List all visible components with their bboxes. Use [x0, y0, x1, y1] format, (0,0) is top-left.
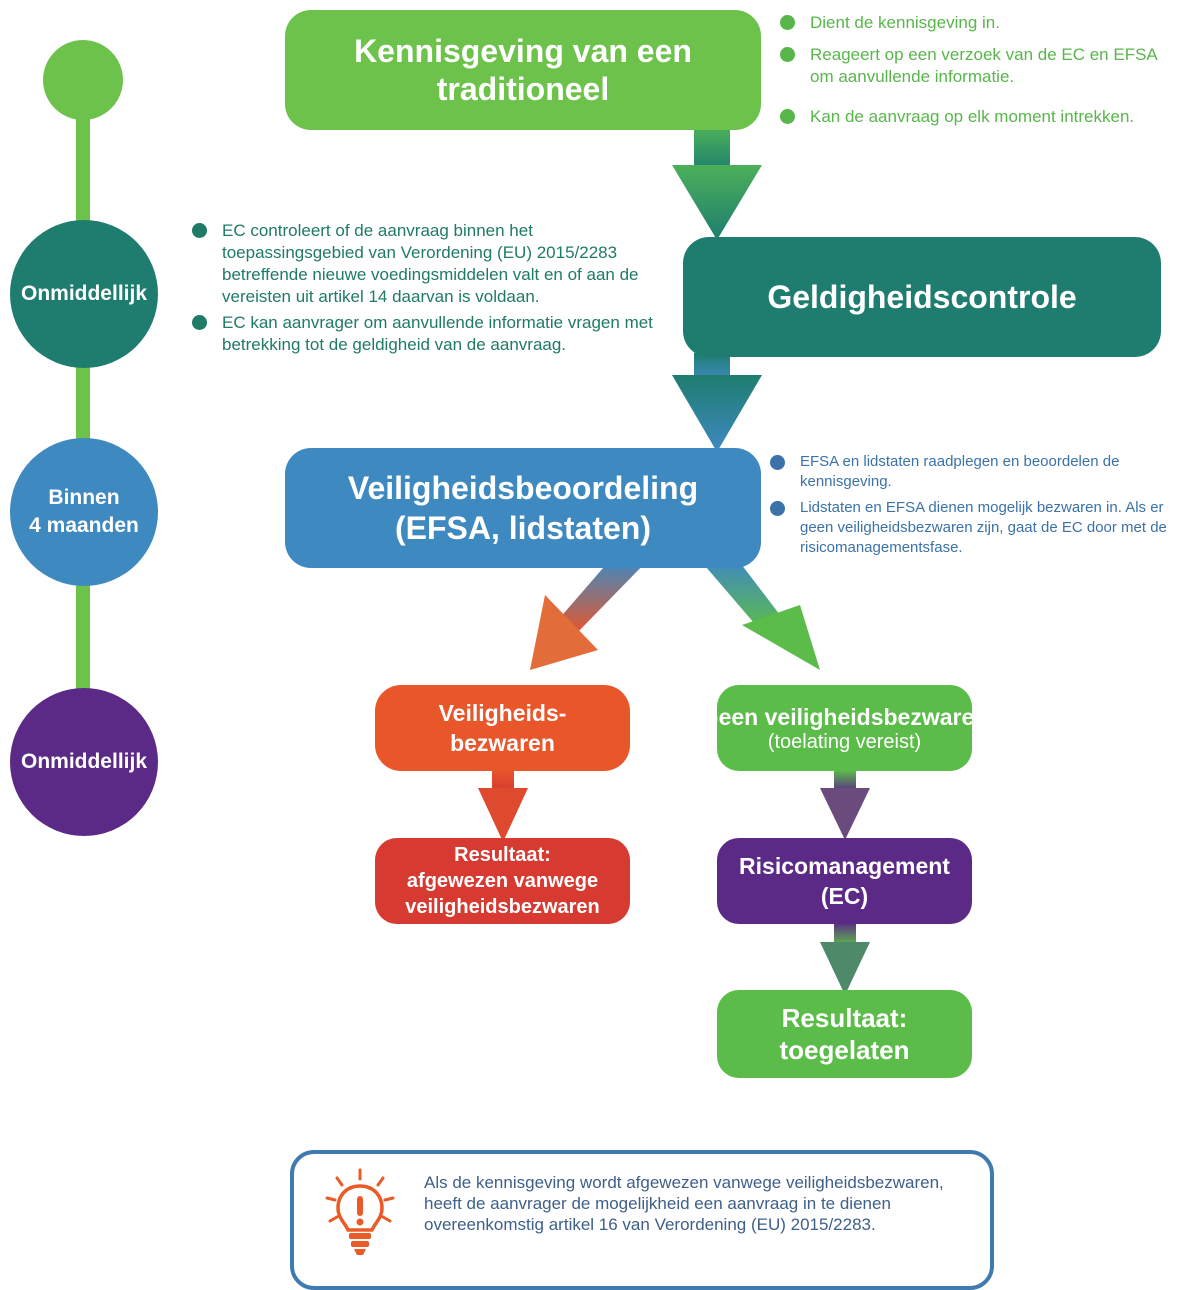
timeline-circle-immediate-2: Onmiddellijk [10, 688, 158, 836]
no-objections-box: Geen veiligheidsbezwaren (toelating vere… [701, 685, 988, 771]
rejected-result-box-label: Resultaat: afgewezen vanwege veiligheids… [405, 844, 600, 918]
bullet-dot [780, 47, 795, 62]
validity-note-text: EC controleert of de aanvraag binnen het… [222, 221, 639, 306]
notification-box: Kennisgeving van een traditioneel [285, 10, 761, 130]
arrow-to-rejected [478, 770, 528, 842]
safety-objections-box: Veiligheids- bezwaren [375, 685, 630, 771]
safety-note-item: EFSA en lidstaten raadplegen en beoordel… [770, 452, 1170, 492]
no-objections-box-subtitle: (toelating vereist) [767, 731, 922, 753]
safety-notes: EFSA en lidstaten raadplegen en beoordel… [770, 452, 1170, 558]
applicant-note-text: Kan de aanvraag op elk moment intrekken. [810, 107, 1135, 126]
safety-assessment-box-label: Veiligheidsbeoordeling (EFSA, lidstaten) [347, 470, 699, 546]
validity-box-label: Geldigheidscontrole [767, 279, 1077, 315]
bullet-dot [780, 109, 795, 124]
bullet-dot [770, 501, 785, 516]
timeline-line-mid [76, 360, 90, 460]
safety-note-text: EFSA en lidstaten raadplegen en beoordel… [800, 453, 1120, 490]
validity-note-item: EC controleert of de aanvraag binnen het… [192, 220, 662, 308]
safety-note-item: Lidstaten en EFSA dienen mogelijk bezwar… [770, 498, 1170, 558]
arrow-to-validity [672, 128, 762, 240]
validity-notes: EC controleert of de aanvraag binnen het… [192, 220, 662, 356]
applicant-note-item: Kan de aanvraag op elk moment intrekken. [780, 106, 1175, 128]
applicant-note-text: Reageert op een verzoek van de EC en EFS… [810, 45, 1157, 86]
arrow-to-approved [820, 922, 870, 995]
arrow-to-risk [820, 770, 870, 840]
notification-box-label: Kennisgeving van een traditioneel [354, 33, 692, 107]
bullet-dot [192, 315, 207, 330]
applicant-notes: Dient de kennisgeving in. Reageert op ee… [780, 12, 1175, 128]
no-objections-box-title: Geen veiligheidsbezwaren [700, 704, 989, 730]
risk-management-box-label: Risicomanagement (EC) [739, 853, 950, 909]
arrow-to-no-objections [700, 560, 820, 670]
rejected-result-box: Resultaat: afgewezen vanwege veiligheids… [375, 838, 630, 924]
arrow-to-objections [530, 560, 648, 670]
applicant-note-item: Dient de kennisgeving in. [780, 12, 1175, 34]
timeline-line-top [76, 100, 90, 230]
info-callout: Als de kennisgeving wordt afgewezen vanw… [290, 1150, 994, 1290]
timeline-circle-four-months: Binnen 4 maanden [10, 438, 158, 586]
safety-note-text: Lidstaten en EFSA dienen mogelijk bezwar… [800, 499, 1167, 556]
info-callout-text: Als de kennisgeving wordt afgewezen vanw… [424, 1173, 944, 1234]
bullet-dot [192, 223, 207, 238]
applicant-note-text: Dient de kennisgeving in. [810, 13, 1000, 32]
arrow-to-safety [672, 353, 762, 452]
applicant-note-item: Reageert op een verzoek van de EC en EFS… [780, 44, 1175, 88]
timeline-line-bottom [76, 585, 90, 695]
validity-note-text: EC kan aanvrager om aanvullende informat… [222, 313, 653, 354]
lightbulb-icon [325, 1168, 395, 1255]
validity-box: Geldigheidscontrole [683, 237, 1161, 357]
bullet-dot [770, 455, 785, 470]
safety-assessment-box: Veiligheidsbeoordeling (EFSA, lidstaten) [285, 448, 761, 568]
timeline-circle-start [43, 40, 123, 120]
timeline-circle-immediate-1: Onmiddellijk [10, 220, 158, 368]
safety-objections-box-label: Veiligheids- bezwaren [438, 700, 567, 756]
risk-management-box: Risicomanagement (EC) [717, 838, 972, 924]
validity-note-item: EC kan aanvrager om aanvullende informat… [192, 312, 662, 356]
approved-result-box: Resultaat: toegelaten [717, 990, 972, 1078]
approved-result-box-label: Resultaat: toegelaten [779, 1003, 910, 1065]
bullet-dot [780, 15, 795, 30]
